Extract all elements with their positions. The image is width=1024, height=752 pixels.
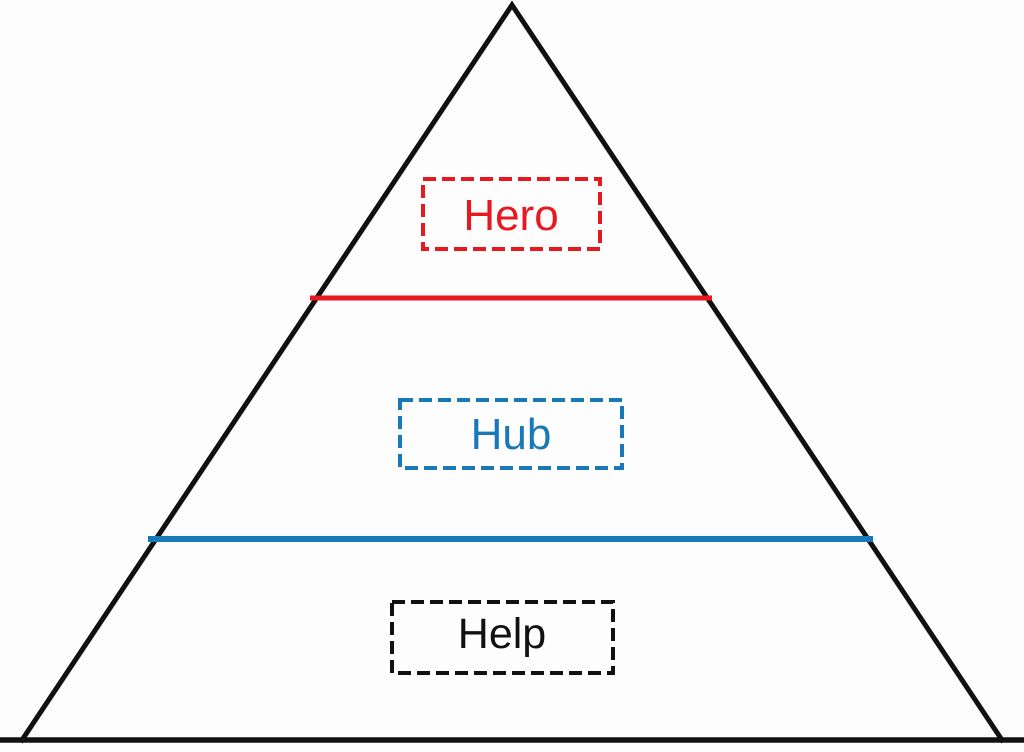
hub-label: Hub [471, 410, 552, 459]
hero-label-box [421, 177, 602, 251]
hero-label: Hero [463, 191, 558, 240]
help-label: Help [458, 610, 546, 658]
hub-label-box [398, 398, 624, 470]
pyramid-outline [18, 0, 1006, 744]
help-label-box [390, 600, 615, 675]
